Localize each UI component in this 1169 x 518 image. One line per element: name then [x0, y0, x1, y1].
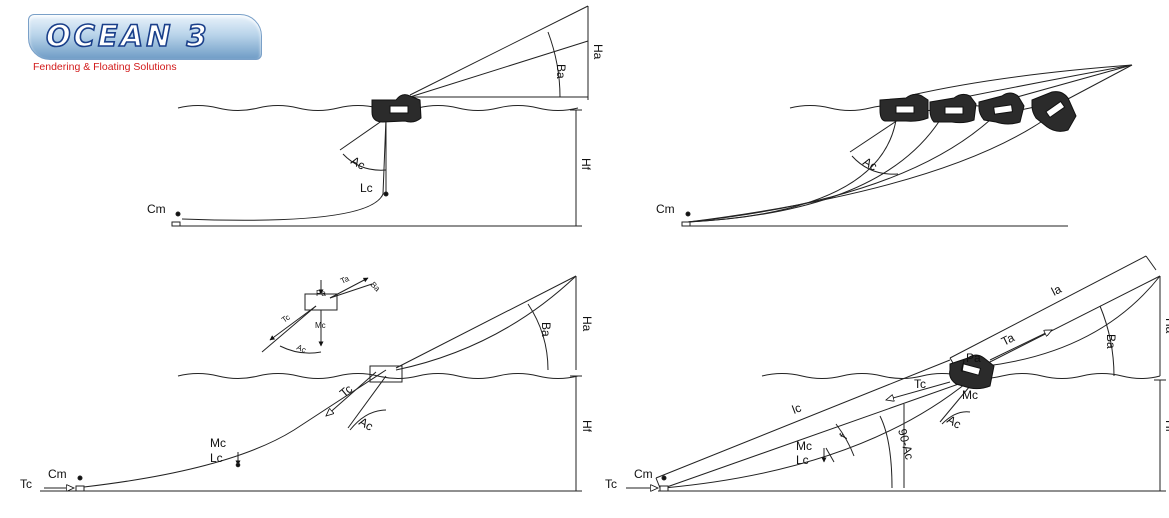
ac-leg — [939, 385, 971, 423]
anchor-line-straight — [985, 275, 1161, 365]
anchor-line-upper — [395, 275, 577, 369]
anchor-line-3 — [1009, 64, 1133, 100]
label-tc-start-br: Tc — [605, 477, 617, 491]
ba-arc — [527, 303, 549, 371]
lc-dimension — [655, 359, 951, 479]
label-ac-bl: Ac — [357, 414, 376, 433]
chain-curve — [83, 369, 387, 488]
label-tc-start-bl: Tc — [20, 477, 32, 491]
inset-label-tc: Tc — [280, 313, 292, 325]
label-lc-bl: Lc — [210, 451, 223, 465]
ac-arc — [342, 153, 387, 171]
label-mc-bl: Mc — [210, 436, 226, 450]
chord-line — [663, 379, 971, 489]
chain-curve-3 — [687, 119, 991, 223]
label-ac-tl: Ac — [349, 153, 368, 172]
anchor-line-upper — [409, 5, 589, 96]
label-tc-br: Tc — [914, 377, 926, 391]
label-cm-tr: Cm — [656, 202, 675, 216]
inset-force-diagram — [261, 277, 373, 354]
ac-leg — [849, 119, 899, 153]
anchor-line-2 — [959, 64, 1133, 99]
label-ac-tr: Ac — [861, 154, 880, 173]
anchor-line-curve — [395, 275, 577, 371]
chain-curve — [663, 379, 971, 489]
inset-label-ba: Ba — [369, 280, 383, 294]
label-hf-tl: Hf — [579, 158, 593, 171]
ac-leg — [339, 117, 387, 151]
anchor-line-4 — [1065, 64, 1133, 101]
label-cm-tl: Cm — [147, 202, 166, 216]
label-cm-br: Cm — [634, 467, 653, 481]
label-mc-br: Mc — [962, 388, 978, 402]
anchor-line-1 — [911, 64, 1133, 96]
label-ac-br: Ac — [945, 412, 964, 431]
chain-curve-2 — [687, 119, 941, 223]
ac-arc — [941, 411, 971, 425]
inset-label-mc: Mc — [315, 321, 326, 330]
f-arc — [835, 423, 855, 457]
panel-bottom-left — [40, 275, 582, 492]
ac-arc — [851, 155, 899, 175]
ac-arc — [349, 409, 387, 431]
label-lc-br: Lc — [796, 453, 809, 467]
label-90-ac-br: 90-Ac — [895, 427, 917, 461]
inset-label-pa: Pa — [316, 289, 326, 298]
label-cm-bl: Cm — [48, 467, 67, 481]
label-ba-br: Ba — [1104, 334, 1118, 349]
label-lc-dim-br: lc — [790, 401, 803, 417]
chain-curve — [181, 117, 387, 221]
anchor-line-mid — [409, 40, 589, 98]
f-perp — [825, 447, 835, 463]
label-f-br: f — [836, 431, 850, 441]
label-hf-br: Hf — [1163, 420, 1169, 433]
logo-wordmark: OCEAN 3 — [45, 18, 210, 54]
label-ba-tl: Ba — [554, 64, 568, 79]
water-surface — [177, 373, 579, 379]
label-mc2-br: Mc — [796, 439, 812, 453]
logo-badge — [28, 14, 262, 60]
ba-arc — [1099, 305, 1115, 377]
label-tc-bl: Tc — [337, 382, 355, 400]
anchor-line-curve — [985, 275, 1161, 367]
logo-tagline: Fendering & Floating Solutions — [33, 61, 177, 73]
tc-arrow — [326, 371, 377, 416]
ninety-ac-arc — [879, 415, 893, 489]
fender-box — [369, 365, 403, 383]
inset-label-ac: Ac — [295, 343, 307, 355]
tc-arrow — [886, 381, 951, 400]
inset-label-ta: Ta — [339, 274, 351, 286]
label-ha-br: Ha — [1163, 318, 1169, 334]
ocean3-logo: OCEAN 3 Fendering & Floating Solutions — [28, 14, 266, 76]
label-lc-tl: Lc — [360, 181, 373, 195]
panel-top-left — [171, 5, 589, 227]
panel-top-right — [681, 64, 1133, 227]
ta-arrow — [989, 329, 1052, 361]
la-dimension — [949, 255, 1147, 359]
chain-curve-4 — [687, 119, 1045, 223]
label-ha-bl: Ha — [580, 316, 594, 332]
label-la-br: la — [1049, 282, 1064, 299]
ba-arc — [547, 31, 561, 98]
panel-bottom-right — [626, 255, 1166, 492]
ac-leg — [347, 375, 387, 429]
label-pa-br: Pa — [966, 351, 981, 365]
label-ha-tl: Ha — [591, 44, 605, 60]
label-ba-bl: Ba — [539, 322, 553, 337]
label-ta-br: Ta — [999, 330, 1017, 348]
label-hf-bl: Hf — [580, 420, 594, 433]
